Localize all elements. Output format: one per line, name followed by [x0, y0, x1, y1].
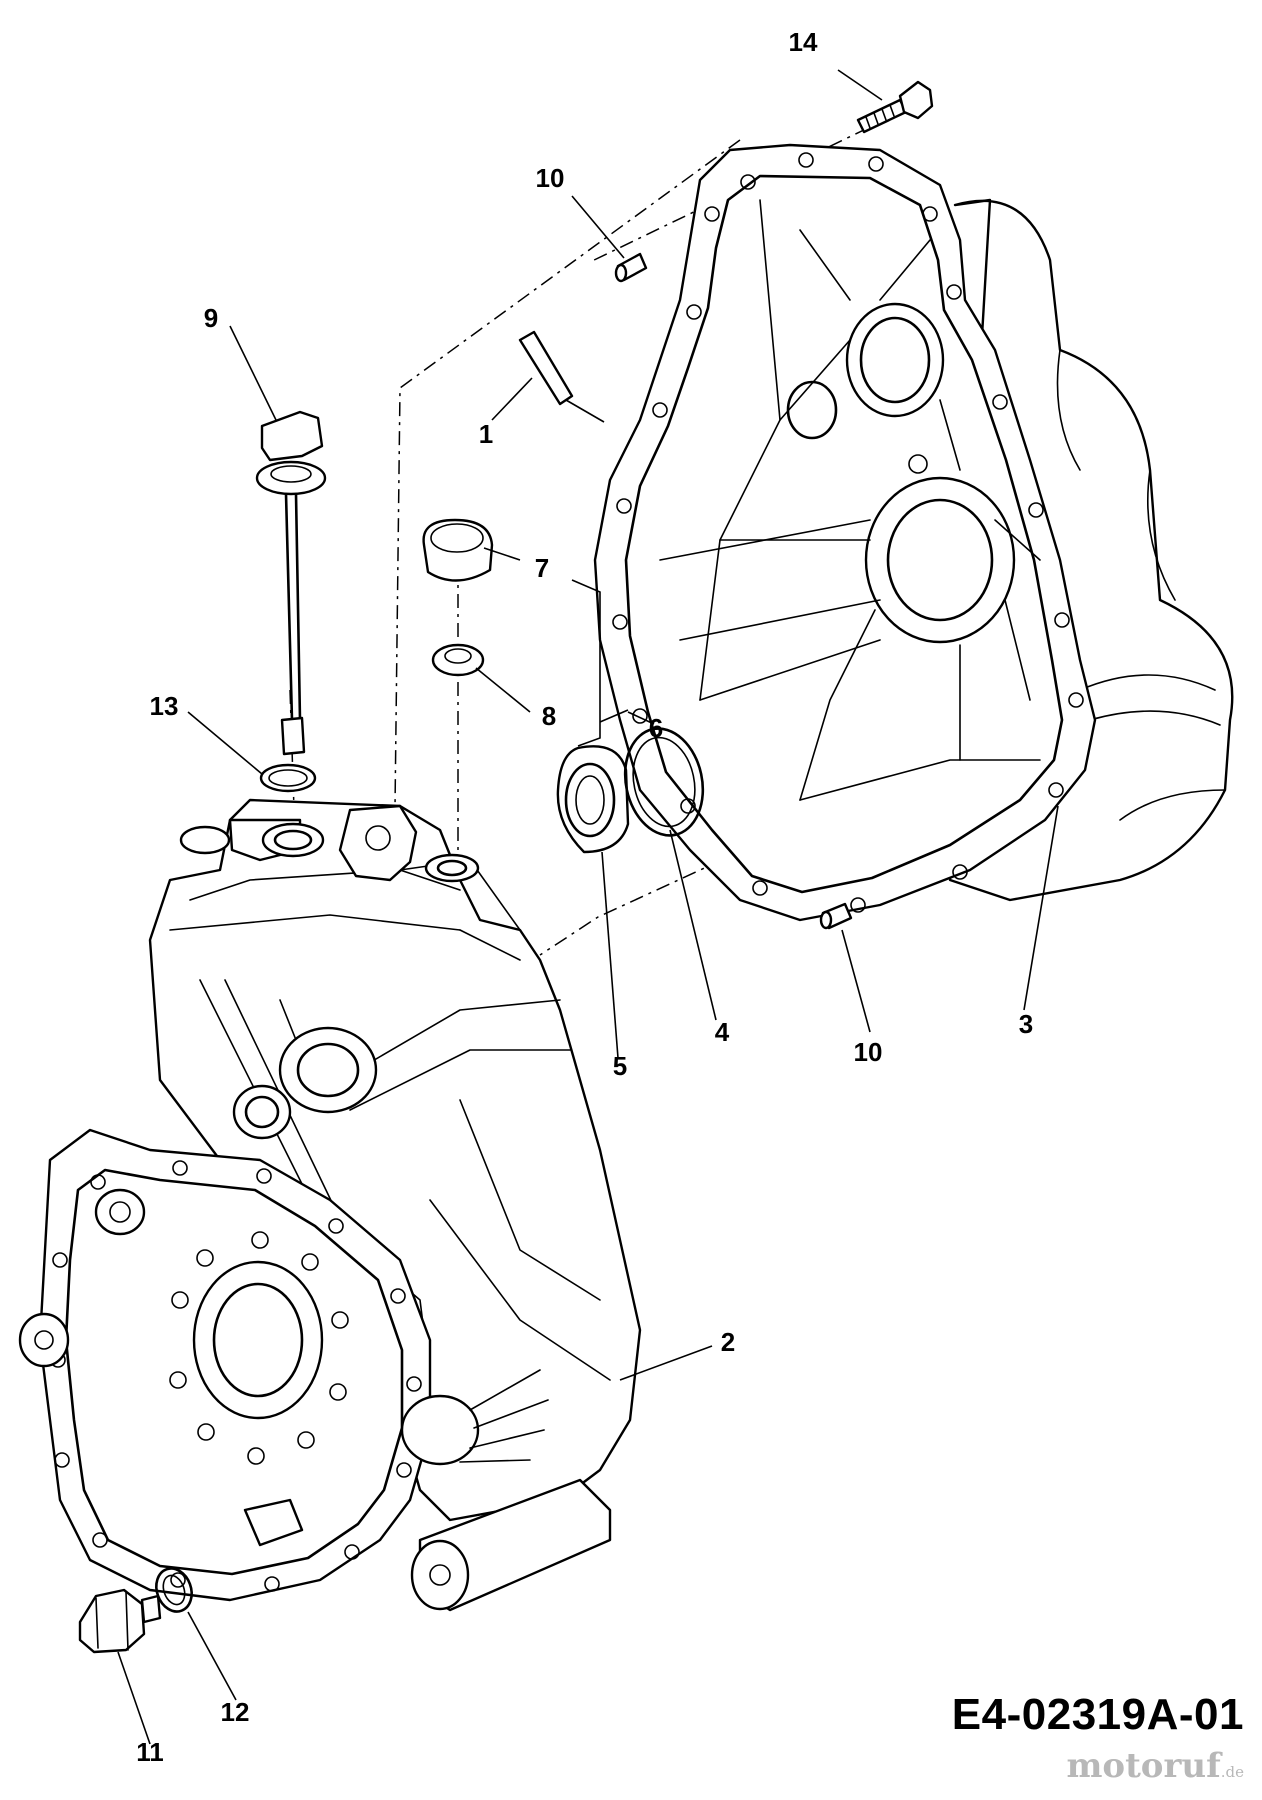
drain-bolt-11 — [78, 1588, 162, 1654]
callout-dowel-pin-10-upper: 10 — [535, 163, 565, 193]
watermark-main: motoruf — [1066, 1746, 1221, 1786]
dowel-pin-upper — [614, 252, 648, 283]
oil-seal-5 — [556, 745, 630, 854]
rear-housing-half — [593, 143, 1234, 922]
cap-7 — [422, 518, 494, 582]
watermark-tld: .de — [1220, 1763, 1244, 1781]
dowel-pin-lower — [819, 902, 853, 930]
bolt-14 — [856, 80, 934, 134]
callout-dowel-pin-10-lower: 10 — [853, 1037, 883, 1067]
callout-oil-seal-5: 5 — [612, 1051, 628, 1081]
o-ring-13 — [259, 763, 317, 793]
front-housing-half — [18, 798, 642, 1612]
diagram-code-label: E4-02319A-01 — [951, 1690, 1244, 1739]
washer-12 — [155, 1567, 193, 1613]
callout-cap-7: 7 — [534, 553, 550, 583]
breather-1 — [518, 330, 605, 423]
callout-dipstick-9: 9 — [203, 303, 219, 333]
callout-bolt-14: 14 — [788, 27, 818, 57]
dipstick-9 — [255, 410, 327, 756]
callout-drain-bolt-11: 11 — [136, 1737, 164, 1767]
callout-breather-1: 1 — [478, 419, 494, 449]
callout-front-housing-2: 2 — [720, 1327, 736, 1357]
callout-plug-8: 8 — [541, 701, 557, 731]
watermark-logo: motoruf.de — [1066, 1746, 1244, 1786]
callout-washer-12: 12 — [220, 1697, 250, 1727]
plug-8 — [431, 643, 485, 677]
callout-o-ring-13: 13 — [149, 691, 179, 721]
o-ring-4 — [623, 727, 705, 837]
callout-rear-housing-3: 3 — [1018, 1009, 1034, 1039]
callout-o-ring-4: 4 — [714, 1017, 730, 1047]
callout-bracket-6: 6 — [648, 713, 664, 743]
leader-lines — [117, 69, 1059, 1745]
bracket-6 — [571, 579, 629, 747]
